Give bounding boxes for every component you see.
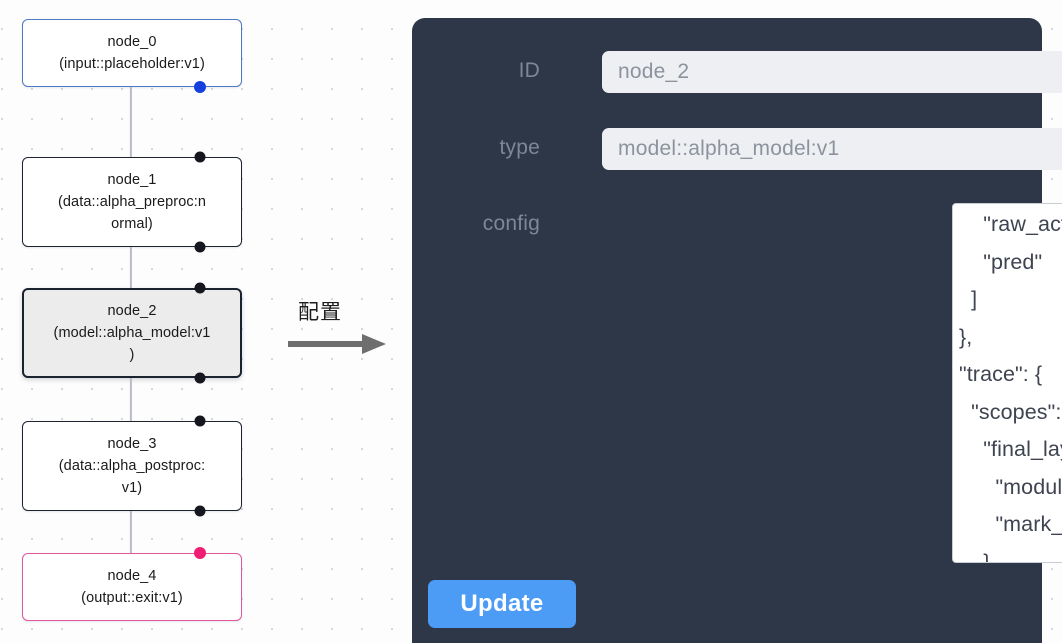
edge-node0-node1: [129, 87, 133, 157]
node-label: node_1 (data::alpha_preproc:n ormal): [57, 172, 207, 232]
node_1-input-port[interactable]: [194, 151, 206, 163]
field-row-type: type: [474, 128, 1062, 170]
graph-node-node_0[interactable]: node_0 (input::placeholder:v1): [22, 19, 242, 87]
node-label: node_4 (output::exit:v1): [81, 568, 183, 606]
node_1-output-port[interactable]: [194, 241, 206, 253]
config-textarea[interactable]: "raw_action", "pred" ] }, "trace": { "sc…: [952, 203, 1062, 563]
node_0-output-port[interactable]: [194, 81, 206, 93]
node_2-output-port[interactable]: [194, 372, 206, 384]
annotation-group: 配置: [288, 296, 398, 358]
node_4-input-port[interactable]: [194, 547, 206, 559]
node-label: node_2 (model::alpha_model:v1 ): [53, 303, 211, 363]
node_3-output-port[interactable]: [194, 505, 206, 517]
graph-node-node_3[interactable]: node_3 (data::alpha_postproc: v1): [22, 421, 242, 511]
id-field-label: ID: [518, 59, 540, 82]
node_2-input-port[interactable]: [194, 282, 206, 294]
edge-node2-node3: [129, 378, 133, 421]
edge-node3-node4: [129, 511, 133, 553]
node-label: node_3 (data::alpha_postproc: v1): [58, 436, 206, 496]
type-field-label: type: [499, 136, 540, 159]
edge-node1-node2: [129, 247, 133, 288]
node-inspector-panel: ID type config "raw_action", "pred" ] },…: [412, 18, 1062, 643]
node-graph-canvas[interactable]: node_0 (input::placeholder:v1) node_1 (d…: [0, 0, 400, 643]
graph-node-node_4[interactable]: node_4 (output::exit:v1): [22, 553, 242, 621]
update-button[interactable]: Update: [428, 580, 576, 628]
node-label: node_0 (input::placeholder:v1): [59, 34, 205, 72]
config-field-label: config: [482, 212, 540, 235]
node_3-input-port[interactable]: [194, 415, 206, 427]
id-input[interactable]: [602, 51, 1062, 93]
graph-node-node_1[interactable]: node_1 (data::alpha_preproc:n ormal): [22, 157, 242, 247]
config-textarea-content[interactable]: "raw_action", "pred" ] }, "trace": { "sc…: [959, 212, 1062, 563]
graph-node-node_2[interactable]: node_2 (model::alpha_model:v1 ): [22, 288, 242, 378]
type-input[interactable]: [602, 128, 1062, 170]
field-row-id: ID: [474, 51, 1062, 93]
arrow-right-icon: [288, 334, 386, 354]
annotation-label: 配置: [298, 300, 342, 324]
field-row-config: config: [474, 208, 540, 240]
